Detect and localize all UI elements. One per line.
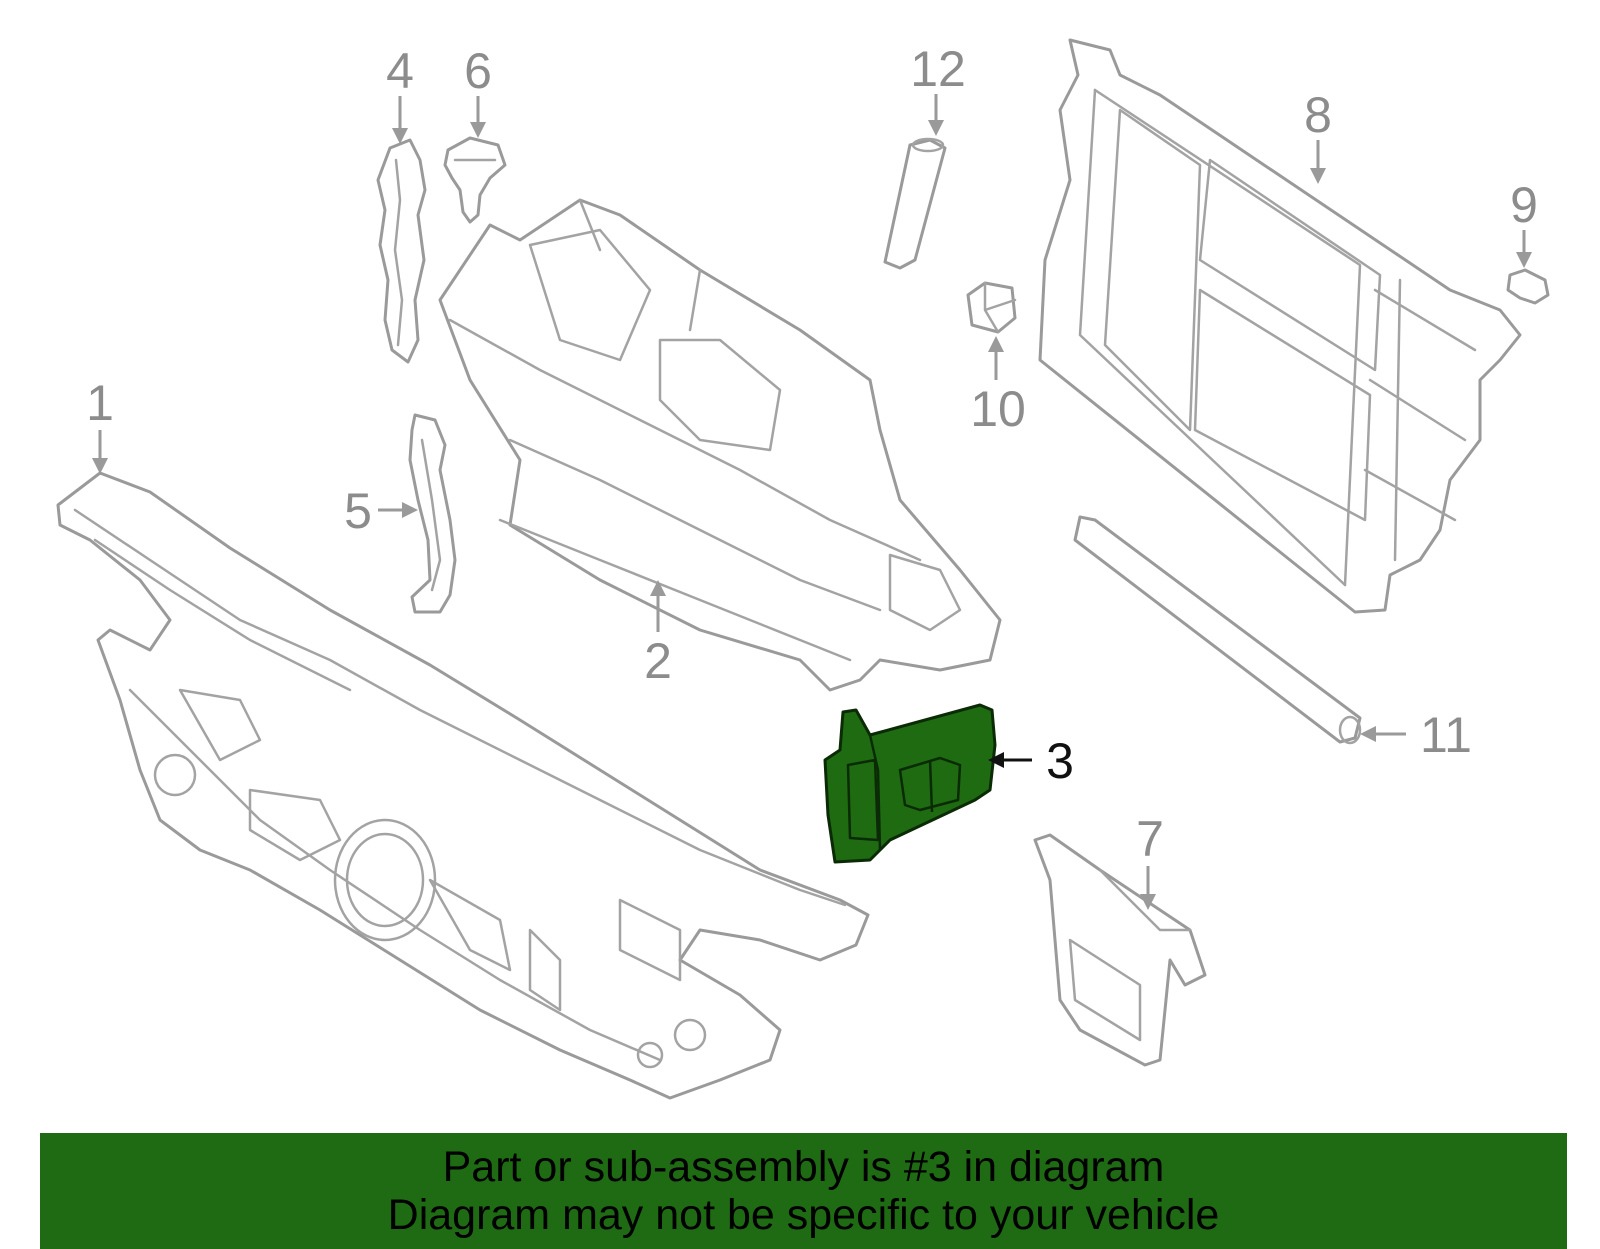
part-1-radiator-support bbox=[56, 471, 870, 1100]
notice-banner: Part or sub-assembly is #3 in diagram Di… bbox=[40, 1133, 1567, 1249]
part-4-bracket bbox=[376, 138, 427, 364]
part-8-radiator bbox=[1038, 38, 1522, 614]
callout-5: 5 bbox=[344, 483, 418, 539]
part-2-upper-tie-bar bbox=[438, 198, 1002, 692]
part-9-clip bbox=[1506, 268, 1550, 305]
banner-line-1: Part or sub-assembly is #3 in diagram bbox=[442, 1143, 1165, 1191]
svg-text:7: 7 bbox=[1136, 811, 1164, 867]
callout-6: 6 bbox=[464, 43, 492, 138]
svg-text:2: 2 bbox=[644, 633, 672, 689]
callout-11: 11 bbox=[1360, 707, 1472, 763]
callout-3: 3 bbox=[988, 733, 1074, 789]
part-12-sleeve bbox=[883, 137, 947, 270]
svg-text:5: 5 bbox=[344, 483, 372, 539]
svg-text:11: 11 bbox=[1420, 707, 1472, 763]
callout-1: 1 bbox=[86, 375, 114, 474]
callout-7: 7 bbox=[1136, 811, 1164, 910]
callout-4: 4 bbox=[386, 43, 414, 144]
callout-9: 9 bbox=[1510, 177, 1538, 268]
banner-line-2: Diagram may not be specific to your vehi… bbox=[387, 1191, 1220, 1239]
callout-8: 8 bbox=[1304, 87, 1332, 184]
callout-12: 12 bbox=[910, 41, 966, 136]
svg-text:3: 3 bbox=[1046, 733, 1074, 789]
svg-text:12: 12 bbox=[910, 41, 966, 97]
part-3-air-deflector bbox=[823, 703, 997, 864]
svg-text:10: 10 bbox=[970, 381, 1026, 437]
callout-10: 10 bbox=[970, 336, 1026, 437]
svg-text:8: 8 bbox=[1304, 87, 1332, 143]
svg-text:1: 1 bbox=[86, 375, 114, 431]
part-5-strut bbox=[408, 413, 457, 614]
part-6-fastener bbox=[443, 136, 507, 224]
part-10-clip bbox=[966, 281, 1017, 334]
part-11-seal bbox=[1073, 515, 1362, 745]
svg-text:9: 9 bbox=[1510, 177, 1538, 233]
svg-text:6: 6 bbox=[464, 43, 492, 99]
part-7-duct bbox=[1033, 833, 1207, 1067]
svg-text:4: 4 bbox=[386, 43, 414, 99]
callout-2: 2 bbox=[644, 580, 672, 689]
